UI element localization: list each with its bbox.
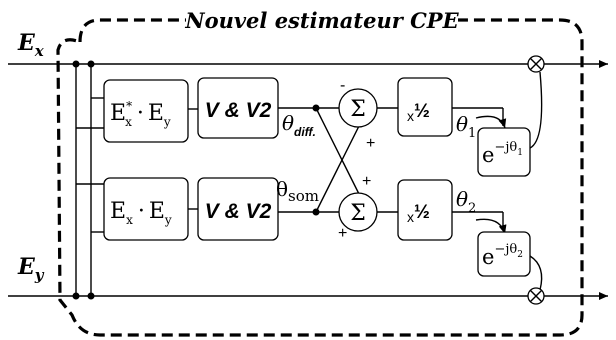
exp2-label: e−jθ2 <box>482 242 523 269</box>
conj-product-label: E*x·Ey <box>110 99 171 129</box>
exp-block-1 <box>477 127 531 177</box>
input-ex-label: Ex <box>17 30 45 60</box>
sign-minus-top: - <box>340 77 345 94</box>
vv2-label-top: V & V2 <box>205 99 272 122</box>
cross-line <box>315 123 361 213</box>
cross-line <box>315 107 361 197</box>
half-label-top: x½ <box>407 101 430 124</box>
half-block-bottom <box>397 179 453 241</box>
vv2-label-bottom: V & V2 <box>205 200 272 223</box>
exp-block-2 <box>477 231 531 277</box>
sum-symbol-bottom: Σ <box>350 201 366 226</box>
sum-symbol-top: Σ <box>350 97 366 122</box>
arrow-to-exp2 <box>475 218 507 235</box>
theta-som-label: θsom <box>276 177 319 205</box>
theta2-label: θ2 <box>456 187 476 216</box>
arrow-to-exp1 <box>475 115 507 129</box>
input-ey-label: Ey <box>17 254 45 284</box>
half-block-top <box>397 77 453 137</box>
product-label: Ex·Ey <box>110 199 172 227</box>
sign-plus-bottom-top: + <box>362 173 371 190</box>
exp1-to-mult <box>529 71 543 149</box>
estimator-enclosure <box>56 18 584 337</box>
theta-diff-label: θdiff. <box>282 111 316 139</box>
conj-product-block <box>103 79 189 143</box>
exp2-to-mult <box>529 255 543 291</box>
exp1-label: e−jθ1 <box>482 140 523 167</box>
sign-plus-bottom-left: + <box>338 225 347 242</box>
vv2-block-bottom <box>197 177 279 241</box>
estimator-title: Nouvel estimateur CPE <box>184 8 459 33</box>
sign-plus-top: + <box>366 135 375 152</box>
half-label-bottom: x½ <box>407 202 430 225</box>
theta1-label: θ1 <box>456 112 476 141</box>
